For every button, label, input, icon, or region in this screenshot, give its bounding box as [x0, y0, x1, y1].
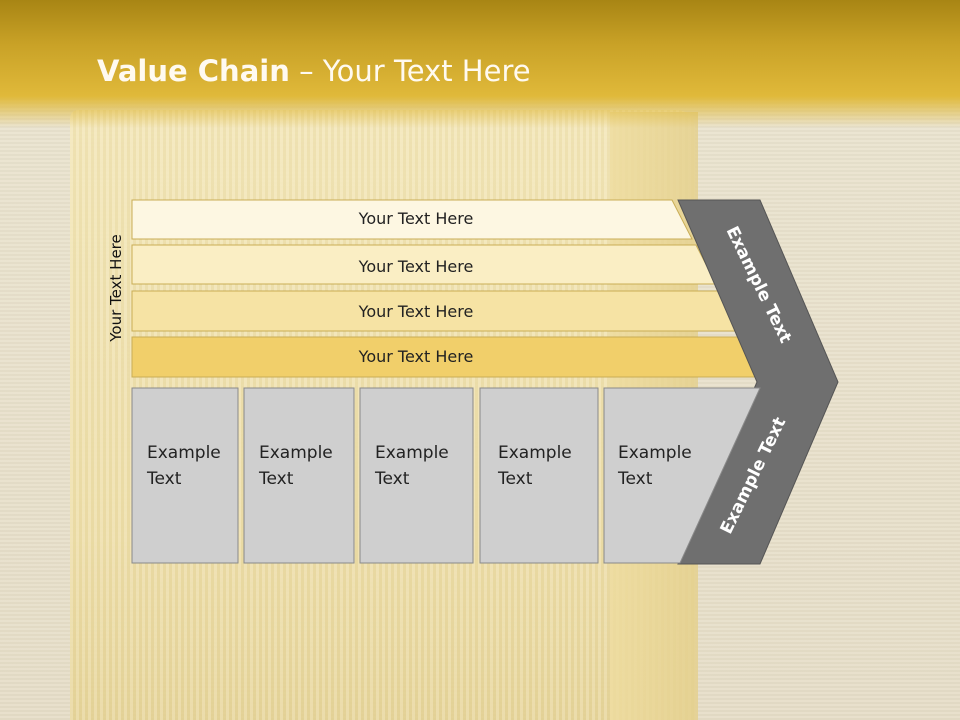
box-text-4-line1: Example [498, 443, 572, 463]
slide-title: Value Chain – Your Text Here [97, 54, 531, 88]
level-text-3: Your Text Here [358, 302, 474, 321]
box-text-5-line1: Example [618, 443, 692, 463]
diagram-reflection: Example Text Example Text Example Text E… [131, 564, 827, 720]
reflection-text-4: Text [258, 639, 294, 659]
box-text-5-line2: Text [617, 469, 653, 489]
reflection-text-7: Example [498, 665, 572, 685]
activity-box-4 [479, 387, 599, 564]
reflection-text-8: Text [497, 639, 533, 659]
box-text-3-line2: Text [374, 469, 410, 489]
box-text-2-line1: Example [259, 443, 333, 463]
reflection-text-9: Example [618, 665, 692, 685]
activity-box-1 [131, 387, 239, 564]
header-bar [0, 0, 960, 128]
level-text-4: Your Text Here [358, 347, 474, 366]
box-text-1-line2: Text [146, 469, 182, 489]
box-text-2-line2: Text [258, 469, 294, 489]
title-bold: Value Chain [97, 54, 290, 88]
activity-box-3 [359, 387, 474, 564]
reflection-text-10: Text [617, 639, 653, 659]
reflection-text-1: Example [147, 665, 221, 685]
box-text-3-line1: Example [375, 443, 449, 463]
level-text-1: Your Text Here [358, 209, 474, 228]
title-rest: – Your Text Here [289, 54, 531, 88]
reflection-text-5: Example [375, 665, 449, 685]
activity-box-5 [603, 387, 761, 564]
activity-box-2 [243, 387, 355, 564]
reflection-text-3: Example [259, 665, 333, 685]
reflection-text-2: Text [146, 639, 182, 659]
reflection-text-6: Text [374, 639, 410, 659]
box-text-4-line2: Text [497, 469, 533, 489]
level-bar-1 [131, 199, 693, 240]
box-text-1-line1: Example [147, 443, 221, 463]
level-text-2: Your Text Here [358, 257, 474, 276]
